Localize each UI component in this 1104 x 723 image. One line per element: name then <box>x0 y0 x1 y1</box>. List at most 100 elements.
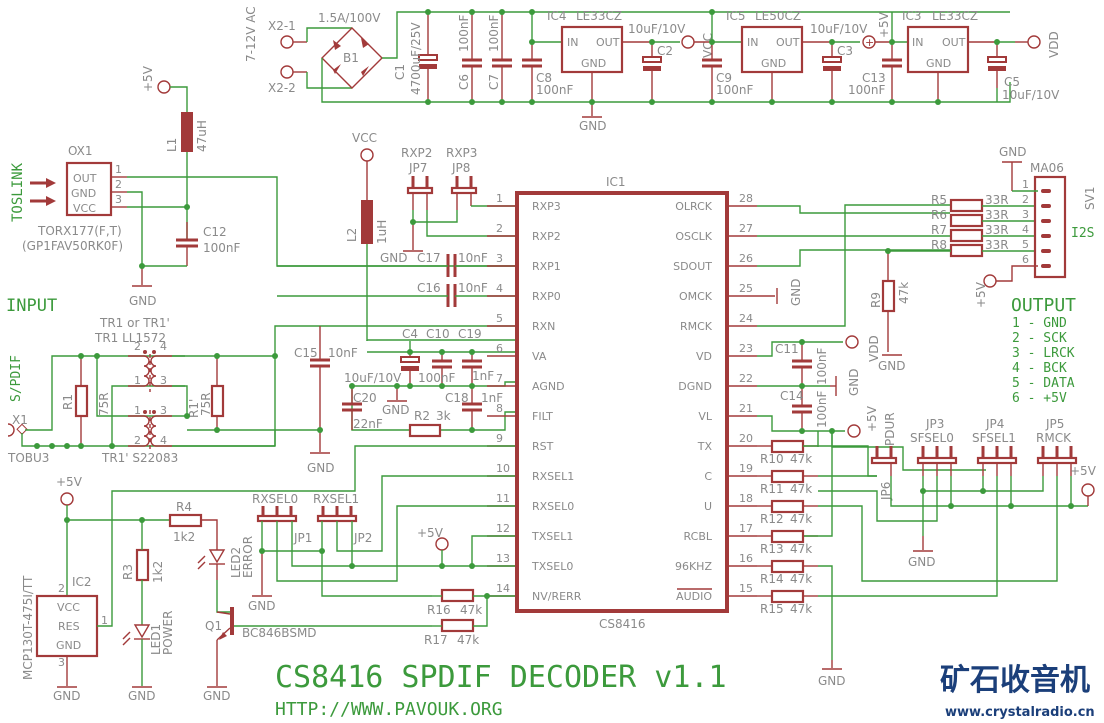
r5-ref: R5 <box>931 193 947 207</box>
bridge-rectifier-b1 <box>321 27 383 89</box>
ic1-pin-name: RXP2 <box>532 230 561 243</box>
toslink-gnd-label: GND <box>129 294 157 308</box>
ic1-pin-name: TXSEL1 <box>531 530 573 543</box>
output-section: GND R5 R6 R7 R8 33R 33R 33R 33R R9 47k G… <box>757 145 1097 438</box>
ox1-alt-part: (GP1FAV50RK0F) <box>22 239 123 253</box>
svg-text:3: 3 <box>160 404 167 417</box>
c11-ref: C11 <box>775 342 799 356</box>
ic1-pin-num: 8 <box>496 402 503 415</box>
ic1-pin-num: 24 <box>739 312 753 325</box>
jumper-jp7[interactable] <box>406 176 434 195</box>
r1b-value: 75R <box>199 392 213 416</box>
svg-text:2: 2 <box>134 434 141 447</box>
resistor-r3 <box>135 548 150 582</box>
svg-text:+: + <box>865 36 874 49</box>
svg-text:1: 1 <box>134 404 141 417</box>
jumper-jp4[interactable] <box>976 446 1018 465</box>
ic1-pin-num: 5 <box>496 312 503 325</box>
bridge-rating: 1.5A/100V <box>318 11 381 25</box>
r4-value: 1k2 <box>173 530 195 544</box>
transformer-tr1-alt <box>128 410 172 452</box>
jp3-label: SFSEL0 <box>910 431 954 445</box>
sv1-pin3: 3 <box>1022 208 1029 221</box>
c19-value: 1nF <box>472 369 494 383</box>
ic1-pin-num: 20 <box>739 432 753 445</box>
sv1-part: MA06 <box>1030 161 1064 175</box>
resistor-r16 <box>440 588 475 603</box>
resistor-r4 <box>168 513 203 528</box>
r3-ref: R3 <box>121 564 135 580</box>
c7-ref: C7 <box>487 74 501 90</box>
r1b-ref: R1' <box>187 399 201 418</box>
ic1-ref: IC1 <box>606 175 626 189</box>
connector-sv1[interactable] <box>1033 175 1067 279</box>
sv1-pin2: 2 <box>1022 193 1029 206</box>
ic1-pin-name: RXSEL1 <box>532 470 574 483</box>
ic4-part: LE33CZ <box>576 9 622 23</box>
config-resistor-ref: R13 <box>760 542 784 556</box>
spdif-input-section: INPUT S/PDIF X1 TOBU3 R1 75R TR1 or TR1'… <box>6 296 515 475</box>
ic1-pin-name: OLRCK <box>675 200 713 213</box>
c8-value: 100nF <box>536 83 574 97</box>
led1-label: POWER <box>161 611 175 655</box>
ic1-pin-num: 16 <box>739 552 753 565</box>
jumper-jp3[interactable] <box>916 446 958 465</box>
jp5-label: RMCK <box>1036 431 1072 445</box>
sv1-ref: SV1 <box>1083 187 1097 210</box>
c4-ref: C4 <box>402 327 418 341</box>
r17-value: 47k <box>457 633 479 647</box>
sv1-pin5: 5 <box>1022 238 1029 251</box>
sv1-pin4: 4 <box>1022 223 1029 236</box>
plus5v-terminal-jp5 <box>1081 483 1095 497</box>
x2-1-label: X2-1 <box>268 19 296 33</box>
r16-ref: R16 <box>427 603 451 617</box>
ic1-pin-name: RXP3 <box>532 200 561 213</box>
ic1-pin-name: C <box>704 470 712 483</box>
resistor-r15 <box>770 589 805 604</box>
ox1-pin2-num: 2 <box>115 178 122 191</box>
c18-ref: C18 <box>445 391 469 405</box>
capacitor-c2 <box>642 42 662 102</box>
ic3-ref: IC3 <box>902 9 922 23</box>
jumper-jp5[interactable] <box>1036 446 1078 465</box>
ic1-pin-name: RMCK <box>680 320 713 333</box>
status-5v-label: +5V <box>56 475 83 489</box>
bridge-ref: B1 <box>343 51 359 65</box>
ic1-pin-num: 26 <box>739 252 753 265</box>
regulator-ic5 <box>740 25 804 74</box>
config-resistor-value: 47k <box>790 572 812 586</box>
jp4-label: SFSEL1 <box>972 431 1016 445</box>
dgnd-label: GND <box>847 368 861 396</box>
ic1-pin-name: AUDIO <box>676 590 712 603</box>
jumper-jp1[interactable] <box>256 506 298 523</box>
ac-input-label: 7-12V AC <box>244 6 258 62</box>
plus5v-terminal-status <box>60 492 74 506</box>
ic5-pin-out: OUT <box>776 36 800 49</box>
r5-value: 33R <box>985 193 1009 207</box>
svg-text:3: 3 <box>160 374 167 387</box>
c5-ref: C5 <box>1004 75 1020 89</box>
vdd-label-top: VDD <box>1047 31 1061 58</box>
jumper-jp6[interactable] <box>870 446 898 465</box>
resistor-r12 <box>770 499 805 514</box>
output-legend-item: 3 - LRCK <box>1012 346 1075 361</box>
output-legend-item: 1 - GND <box>1012 316 1067 331</box>
svg-text:4: 4 <box>160 434 167 447</box>
jumper-jp2[interactable] <box>316 506 358 523</box>
r8-ref: R8 <box>931 238 947 252</box>
r2-ref: R2 <box>414 409 430 423</box>
ic1-pin-num: 3 <box>496 252 503 265</box>
resistor-r14 <box>770 559 805 574</box>
jumper-jp8[interactable] <box>450 176 478 195</box>
c14-value: 100nF <box>815 390 829 428</box>
ic1-pin-name: RST <box>532 440 554 453</box>
board-url: HTTP://WWW.PAVOUK.ORG <box>275 699 503 720</box>
config-resistor-value: 47k <box>790 542 812 556</box>
c15-gnd-label: GND <box>307 461 335 475</box>
ic1-pin-num: 6 <box>496 342 503 355</box>
c15-value: 10nF <box>328 346 358 360</box>
ic1-pin-name: TXSEL0 <box>531 560 573 573</box>
capacitor-c11 <box>792 342 812 386</box>
q1-gnd-label: GND <box>203 689 231 703</box>
